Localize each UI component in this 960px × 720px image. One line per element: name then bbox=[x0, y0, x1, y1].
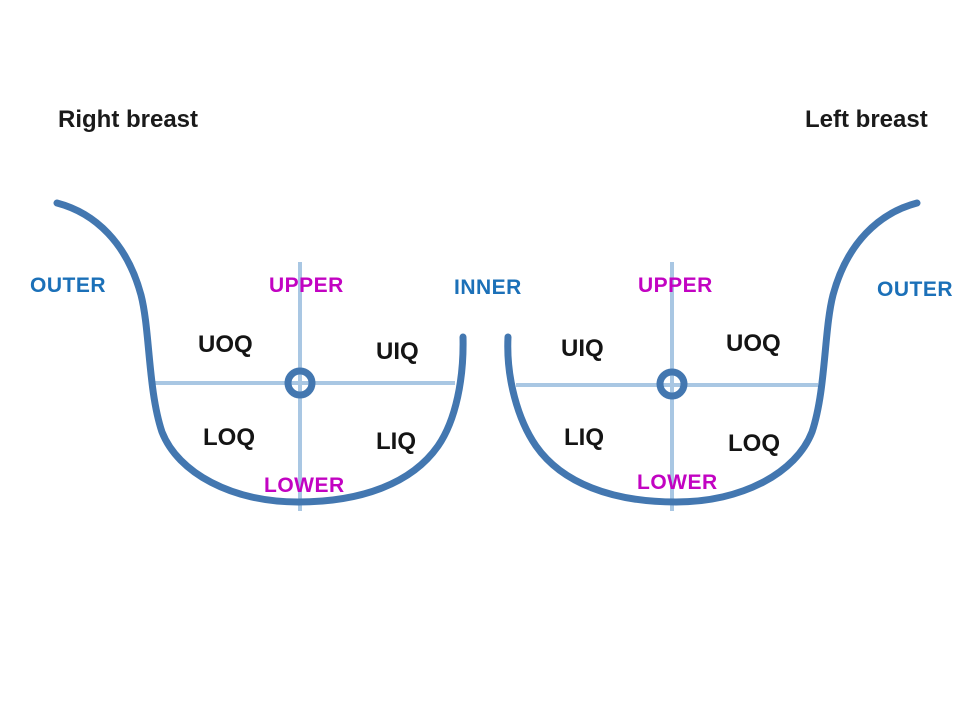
left-breast-uiq-label: UIQ bbox=[561, 335, 604, 362]
right-breast-upper-label: UPPER bbox=[269, 274, 344, 297]
right-breast-lower-label: LOWER bbox=[264, 474, 345, 497]
right-breast-uoq-label: UOQ bbox=[198, 331, 253, 358]
inner-label: INNER bbox=[454, 276, 522, 299]
right-breast-nipple-ring bbox=[284, 367, 316, 399]
left-breast-nipple-ring bbox=[656, 368, 688, 400]
left-breast-upper-label: UPPER bbox=[638, 274, 713, 297]
right-breast-outline-curve bbox=[53, 199, 467, 506]
right-breast-title: Right breast bbox=[58, 106, 199, 133]
right-breast-loq-label: LOQ bbox=[203, 424, 255, 451]
left-breast-liq-label: LIQ bbox=[564, 424, 604, 451]
left-breast-lower-label: LOWER bbox=[637, 471, 718, 494]
left-breast-outline-curve bbox=[504, 199, 921, 506]
left-breast-title: Left breast bbox=[805, 106, 928, 133]
right-breast-uiq-label: UIQ bbox=[376, 338, 419, 365]
left-breast-outer-label: OUTER bbox=[877, 278, 953, 301]
right-breast-liq-label: LIQ bbox=[376, 428, 416, 455]
left-breast-loq-label: LOQ bbox=[728, 430, 780, 457]
left-breast-uoq-label: UOQ bbox=[726, 330, 781, 357]
right-breast-outer-label: OUTER bbox=[30, 274, 106, 297]
